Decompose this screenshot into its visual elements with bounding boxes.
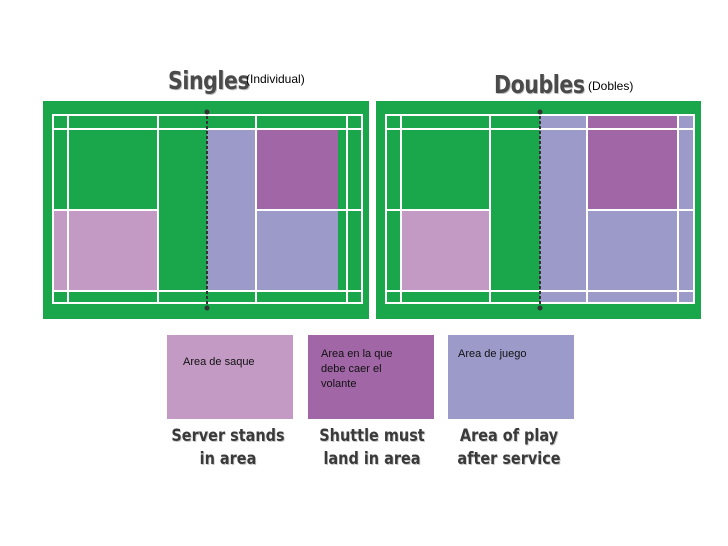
caption-play: Area of play after service: [445, 425, 573, 471]
caption-shuttle: Shuttle must land in area: [308, 425, 436, 471]
doubles-subtitle: (Dobles): [588, 79, 634, 93]
caption-server: Server stands in area: [164, 425, 292, 471]
legend-play-box: Area de juego: [448, 335, 574, 419]
doubles-court: [376, 101, 701, 319]
singles-court: [43, 101, 369, 319]
legend-shuttle-box: Area en la que debe caer el volante: [308, 335, 434, 419]
legend-play-label: Area de juego: [458, 348, 527, 360]
singles-title: Singles: [168, 66, 250, 95]
server-area: [54, 211, 158, 291]
caption-server-line1: Server stands: [171, 426, 285, 446]
shuttle-landing-area: [587, 115, 677, 210]
caption-server-line2: in area: [199, 449, 257, 469]
caption-shuttle-line1: Shuttle must: [319, 426, 425, 446]
doubles-title: Doubles: [494, 70, 585, 99]
singles-subtitle: (Individual): [246, 72, 305, 86]
caption-shuttle-line2: land in area: [323, 449, 421, 469]
legend-server-box: Area de saque: [167, 335, 293, 419]
legend-server-label: Area de saque: [183, 356, 255, 368]
server-area: [401, 211, 490, 291]
shuttle-landing-area: [256, 129, 338, 209]
caption-play-line1: Area of play: [459, 426, 559, 446]
caption-play-line2: after service: [457, 449, 561, 469]
legend-shuttle-label: Area en la que debe caer el volante: [321, 348, 393, 390]
